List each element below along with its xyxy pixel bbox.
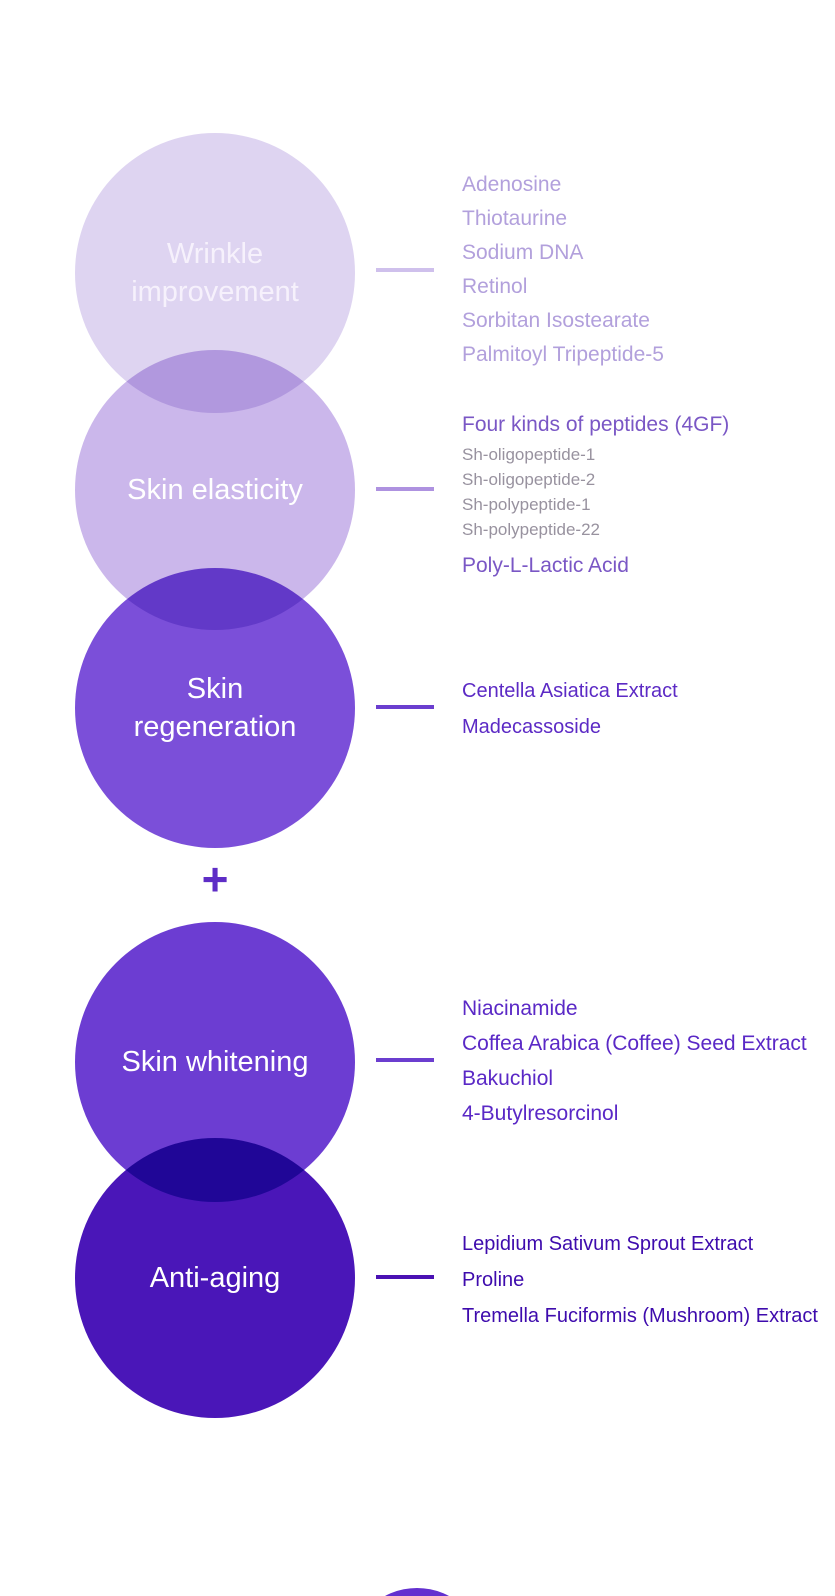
ingredient-item: Retinol xyxy=(462,275,528,298)
ingredient-list-anti-aging: Lepidium Sativum Sprout Extract Proline … xyxy=(462,1226,832,1334)
ingredient-item: Palmitoyl Tripeptide-5 xyxy=(462,343,664,366)
connector-line-skin-regeneration xyxy=(376,705,434,709)
circle-label-skin-whitening: Skin whitening xyxy=(121,1045,309,1078)
ingredient-item: Proline xyxy=(462,1269,525,1291)
ingredient-item: Centella Asiatica Extract xyxy=(462,680,678,702)
circle-label-skin-regeneration: Skin regeneration xyxy=(133,672,297,743)
ingredient-sub-item: Sh-polypeptide-1 xyxy=(462,495,591,514)
connector-line-skin-elasticity xyxy=(376,487,434,491)
plus-symbol: + xyxy=(201,853,229,905)
circle-skin-elasticity: Skin elasticity xyxy=(75,350,355,630)
ingredient-sub-item: Sh-oligopeptide-1 xyxy=(462,445,596,464)
ingredient-list-wrinkle-improvement: Adenosine Thiotaurine Sodium DNA Retinol… xyxy=(462,168,832,372)
ingredient-item: Poly-L-Lactic Acid xyxy=(462,554,629,577)
ingredient-sub-item: Sh-polypeptide-22 xyxy=(462,520,600,539)
ingredient-list-skin-regeneration: Centella Asiatica Extract Madecassoside xyxy=(462,673,832,745)
ingredient-sub-item: Sh-oligopeptide-2 xyxy=(462,470,596,489)
circle-label-skin-elasticity: Skin elasticity xyxy=(127,473,303,506)
connector-line-skin-whitening xyxy=(376,1058,434,1062)
ingredient-item: Niacinamide xyxy=(462,997,578,1020)
ingredient-list-skin-elasticity: Four kinds of peptides (4GF) Sh-oligopep… xyxy=(462,412,832,579)
ingredient-group-heading: Four kinds of peptides (4GF) xyxy=(462,413,730,436)
ingredient-item: Thiotaurine xyxy=(462,207,568,230)
next-circle-peek xyxy=(349,1588,485,1596)
circle-label-anti-aging: Anti-aging xyxy=(149,1261,281,1294)
peptide-sub-list: Sh-oligopeptide-1 Sh-oligopeptide-2 Sh-p… xyxy=(462,442,832,542)
ingredient-item: Adenosine xyxy=(462,173,562,196)
ingredient-item: Lepidium Sativum Sprout Extract xyxy=(462,1233,754,1255)
connector-line-anti-aging xyxy=(376,1275,434,1279)
ingredient-item: Sodium DNA xyxy=(462,241,584,264)
ingredient-item: 4-Butylresorcinol xyxy=(462,1102,619,1125)
ingredient-item: Bakuchiol xyxy=(462,1067,554,1090)
connector-line-wrinkle-improvement xyxy=(376,268,434,272)
ingredient-item: Madecassoside xyxy=(462,716,601,738)
ingredient-item: Tremella Fuciformis (Mushroom) Extract xyxy=(462,1305,818,1327)
ingredient-item: Coffea Arabica (Coffee) Seed Extract xyxy=(462,1032,807,1055)
circle-anti-aging: Anti-aging xyxy=(75,1138,355,1418)
circle-label-wrinkle-improvement: Wrinkle improvement xyxy=(131,237,299,308)
circle-skin-regeneration: Skin regeneration xyxy=(75,568,355,848)
ingredient-item: Sorbitan Isostearate xyxy=(462,309,650,332)
ingredient-list-skin-whitening: Niacinamide Coffea Arabica (Coffee) Seed… xyxy=(462,991,832,1131)
